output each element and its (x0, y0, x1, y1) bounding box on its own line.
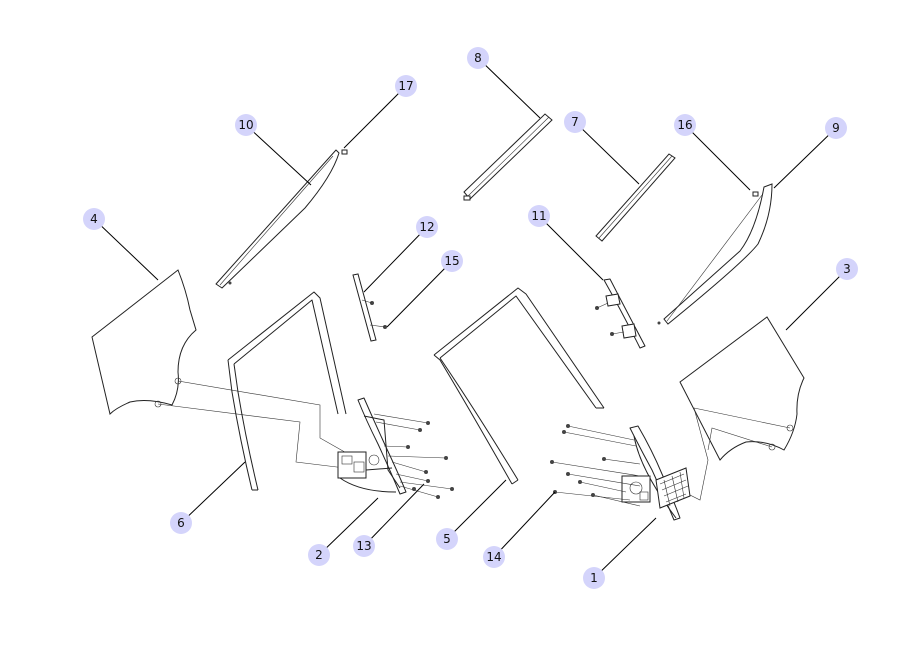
callout-8: 8 (467, 47, 489, 69)
callout-12: 12 (416, 216, 438, 238)
callout-2-label: 2 (315, 548, 323, 562)
callout-12-label: 12 (419, 220, 434, 234)
callout-17-label: 17 (398, 79, 413, 93)
callout-7-label: 7 (571, 115, 579, 129)
part-3-right-glass (679, 316, 805, 461)
callout-5: 5 (436, 528, 458, 550)
callout-15: 15 (441, 250, 463, 272)
callout-11-label: 11 (531, 209, 546, 223)
part-10-outer-belt-strip (215, 149, 340, 289)
callout-6: 6 (170, 512, 192, 534)
part-11-bracket (595, 278, 646, 349)
callout-14: 14 (483, 546, 505, 568)
callout-10-label: 10 (238, 118, 253, 132)
callout-10: 10 (235, 114, 257, 136)
callout-1: 1 (583, 567, 605, 589)
callout-6-label: 6 (177, 516, 185, 530)
callout-16: 16 (674, 114, 696, 136)
callout-3-label: 3 (843, 262, 851, 276)
callout-4-label: 4 (90, 212, 98, 226)
callout-9-label: 9 (832, 121, 840, 135)
callout-9: 9 (825, 117, 847, 139)
part-6-left-run-channel (227, 291, 347, 491)
leader-lines (93, 57, 848, 579)
callout-1-label: 1 (590, 571, 598, 585)
callout-14-label: 14 (486, 550, 501, 564)
part-5-right-run-channel (433, 287, 605, 485)
part-7-glass-run (595, 153, 676, 242)
part-4-left-glass (91, 269, 197, 415)
callout-5-label: 5 (443, 532, 451, 546)
part-2-left-regulator (337, 397, 454, 499)
callout-13-label: 13 (356, 539, 371, 553)
callout-4: 4 (83, 208, 105, 230)
part-9-outer-belt-strip (657, 183, 773, 325)
left-connection-lines (157, 380, 351, 469)
part-8-inner-belt-strip (463, 113, 553, 201)
callout-7: 7 (564, 111, 586, 133)
callout-2: 2 (308, 544, 330, 566)
part-16-clip (752, 191, 759, 197)
callout-13: 13 (353, 535, 375, 557)
callout-3: 3 (836, 258, 858, 280)
callout-8-label: 8 (474, 51, 482, 65)
callout-15-label: 15 (444, 254, 459, 268)
callout-16-label: 16 (677, 118, 692, 132)
callouts: 1 2 3 4 5 6 7 8 9 10 11 12 13 14 15 16 1… (83, 47, 858, 589)
part-12-bracket (352, 273, 387, 342)
right-connection-lines (679, 407, 791, 501)
part-1-right-regulator (550, 424, 691, 521)
callout-17: 17 (395, 75, 417, 97)
part-17-clip (341, 149, 348, 155)
callout-11: 11 (528, 205, 550, 227)
